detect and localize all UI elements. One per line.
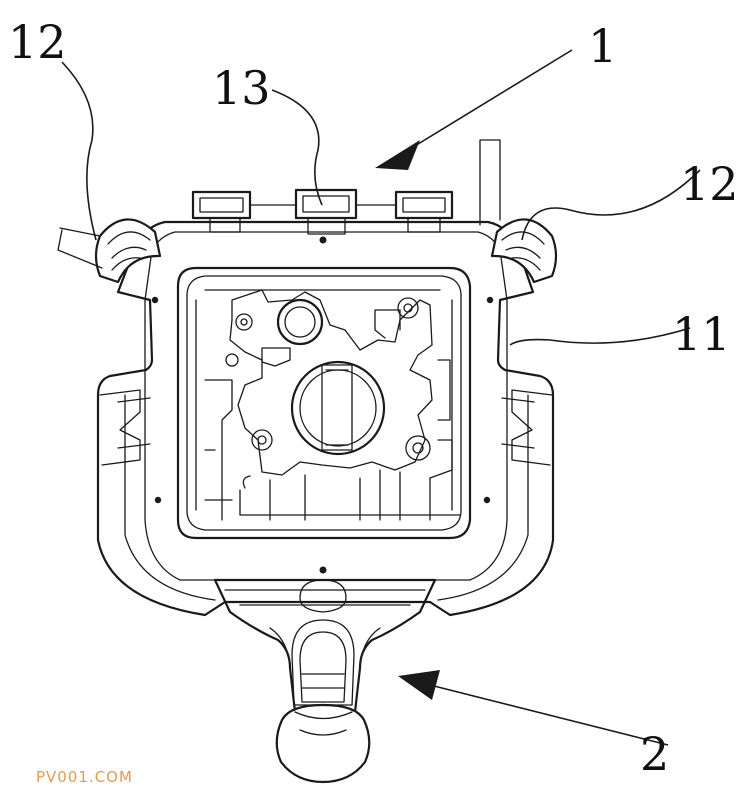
inner-window [176,266,472,540]
label-12-right: 12 [680,157,739,211]
top-tabs [191,188,454,244]
watermark: PV001.COM [36,768,133,786]
side-grips [99,389,553,466]
arrow-heads [375,140,440,700]
label-2: 2 [640,727,669,781]
internal-mechanism [204,289,461,521]
mounting-holes [151,296,494,574]
leader-lines [61,49,701,746]
label-11: 11 [672,307,731,361]
label-13: 13 [212,61,271,115]
label-1: 1 [588,19,617,73]
frame-housing [96,220,555,617]
reference-labels: 12 13 1 12 11 2 [8,15,739,781]
label-12-left: 12 [8,15,67,69]
bottom-handle [213,578,437,784]
corner-clamps [57,139,558,284]
